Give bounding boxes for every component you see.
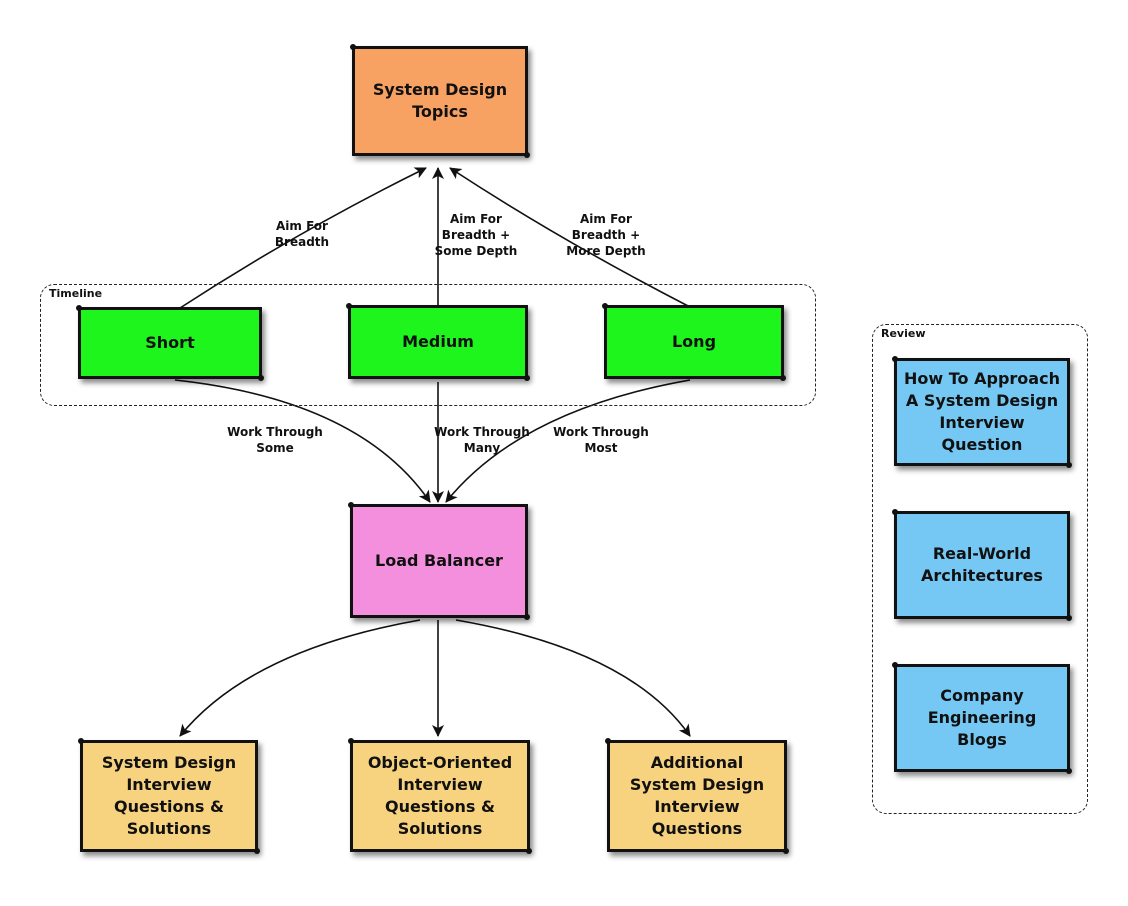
node-additional-questions-label: Additional System Design Interview Quest… [629, 753, 765, 838]
edge-label-short-topics: Aim For Breadth [274, 219, 330, 249]
node-sd-interview-questions-label: System Design Interview Questions & Solu… [101, 753, 237, 838]
node-how-to-approach[interactable]: How To Approach A System Design Intervie… [892, 356, 1072, 468]
edge-short-to-topics [179, 167, 427, 309]
node-real-world-architectures-label: Real-World Architectures [921, 544, 1043, 585]
node-oo-interview-questions-label: Object-Oriented Interview Questions & So… [367, 753, 513, 838]
edge-short-to-lb [174, 379, 431, 503]
node-oo-interview-questions[interactable]: Object-Oriented Interview Questions & So… [348, 738, 532, 854]
node-additional-questions[interactable]: Additional System Design Interview Quest… [605, 738, 789, 854]
edge-label-medium-topics: Aim For Breadth + Some Depth [434, 212, 518, 258]
timeline-group-label: Timeline [49, 287, 103, 300]
timeline-group: Timeline [40, 284, 816, 406]
node-short-label: Short [145, 333, 195, 352]
node-medium[interactable]: Medium [346, 303, 530, 381]
edge-lb-to-additional [455, 619, 691, 737]
node-sd-interview-questions[interactable]: System Design Interview Questions & Solu… [78, 738, 260, 854]
node-long[interactable]: Long [602, 303, 786, 381]
review-group-label: Review [881, 327, 926, 340]
node-load-balancer-label: Load Balancer [375, 551, 503, 570]
node-system-design-topics-label: System Design Topics [372, 80, 508, 121]
node-how-to-approach-label: How To Approach A System Design Intervie… [904, 369, 1060, 454]
node-load-balancer[interactable]: Load Balancer [348, 502, 530, 620]
edge-label-long-lb: Work Through Most [553, 425, 649, 455]
edge-label-medium-lb: Work Through Many [434, 425, 530, 455]
node-engineering-blogs-label: Company Engineering Blogs [927, 686, 1037, 749]
review-group: Review [872, 324, 1088, 814]
edge-label-short-lb: Work Through Some [227, 425, 323, 455]
edge-long-to-lb [445, 379, 691, 503]
node-medium-label: Medium [402, 332, 474, 351]
edge-long-to-topics [449, 167, 691, 308]
node-system-design-topics[interactable]: System Design Topics [350, 44, 530, 158]
node-engineering-blogs[interactable]: Company Engineering Blogs [892, 662, 1072, 774]
node-short[interactable]: Short [76, 305, 264, 381]
edge-label-long-topics: Aim For Breadth + More Depth [566, 212, 646, 258]
edge-lb-to-sd-questions [179, 619, 421, 737]
node-long-label: Long [671, 332, 717, 351]
node-real-world-architectures[interactable]: Real-World Architectures [892, 509, 1072, 621]
